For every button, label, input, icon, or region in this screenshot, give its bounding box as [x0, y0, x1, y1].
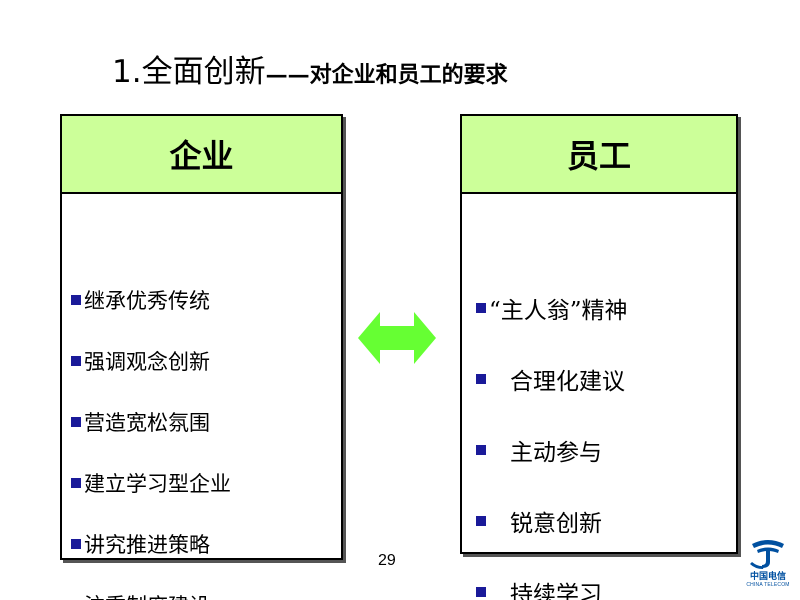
double-arrow-icon: [358, 312, 436, 364]
list-item-label: 建立学习型企业: [84, 472, 231, 496]
list-item-label: 主动参与: [510, 440, 602, 466]
title-subtitle: ——对企业和员工的要求: [265, 62, 508, 88]
list-item-label: 营造宽松氛围: [84, 411, 210, 435]
logo-text-en: CHINA TELECOM: [746, 582, 790, 588]
logo-text-cn: 中国电信: [749, 572, 786, 582]
employee-panel: 员工 “主人翁”精神 合理化建议 主动参与 锐意创新 持续学习: [460, 114, 738, 600]
square-bullet-icon: [476, 303, 486, 313]
list-item-label: 合理化建议: [510, 369, 625, 395]
list-item: 持续学习: [462, 575, 736, 600]
list-item: 注重制度建设: [62, 590, 341, 600]
list-item-label: 讲究推进策略: [84, 533, 210, 557]
list-item-label: 锐意创新: [510, 511, 602, 537]
list-item-label: 强调观念创新: [84, 350, 210, 374]
china-telecom-logo: 中国电信 CHINA TELECOM: [740, 536, 796, 596]
enterprise-panel-heading: 企业: [62, 116, 341, 194]
list-item: 建立学习型企业: [62, 468, 341, 498]
square-bullet-icon: [71, 478, 81, 488]
page-number: 29: [378, 552, 396, 569]
list-item: 强调观念创新: [62, 346, 341, 376]
square-bullet-icon: [476, 445, 486, 455]
square-bullet-icon: [476, 374, 486, 384]
list-item-label: “主人翁”精神: [489, 298, 628, 324]
telecom-emblem-icon: [750, 540, 784, 569]
list-item: 讲究推进策略: [62, 529, 341, 559]
list-item: “主人翁”精神: [462, 291, 736, 325]
slide-title: 1.全面创新 ——对企业和员工的要求: [112, 46, 508, 90]
title-main: 1.全面创新: [112, 54, 266, 90]
square-bullet-icon: [71, 417, 81, 427]
square-bullet-icon: [476, 587, 486, 597]
square-bullet-icon: [71, 295, 81, 305]
square-bullet-icon: [71, 356, 81, 366]
list-item: 合理化建议: [462, 362, 736, 396]
employee-panel-heading: 员工: [462, 116, 736, 194]
list-item-label: 继承优秀传统: [84, 289, 210, 313]
list-item: 锐意创新: [462, 504, 736, 538]
square-bullet-icon: [476, 516, 486, 526]
list-item: 继承优秀传统: [62, 285, 341, 315]
list-item-label: 持续学习: [510, 582, 602, 600]
square-bullet-icon: [71, 539, 81, 549]
list-item: 主动参与: [462, 433, 736, 467]
list-item-label: 注重制度建设: [84, 590, 210, 600]
list-item: 营造宽松氛围: [62, 407, 341, 437]
enterprise-panel: 企业 继承优秀传统 强调观念创新 营造宽松氛围 建立学习型企业 讲究推进策略 注…: [60, 114, 343, 600]
